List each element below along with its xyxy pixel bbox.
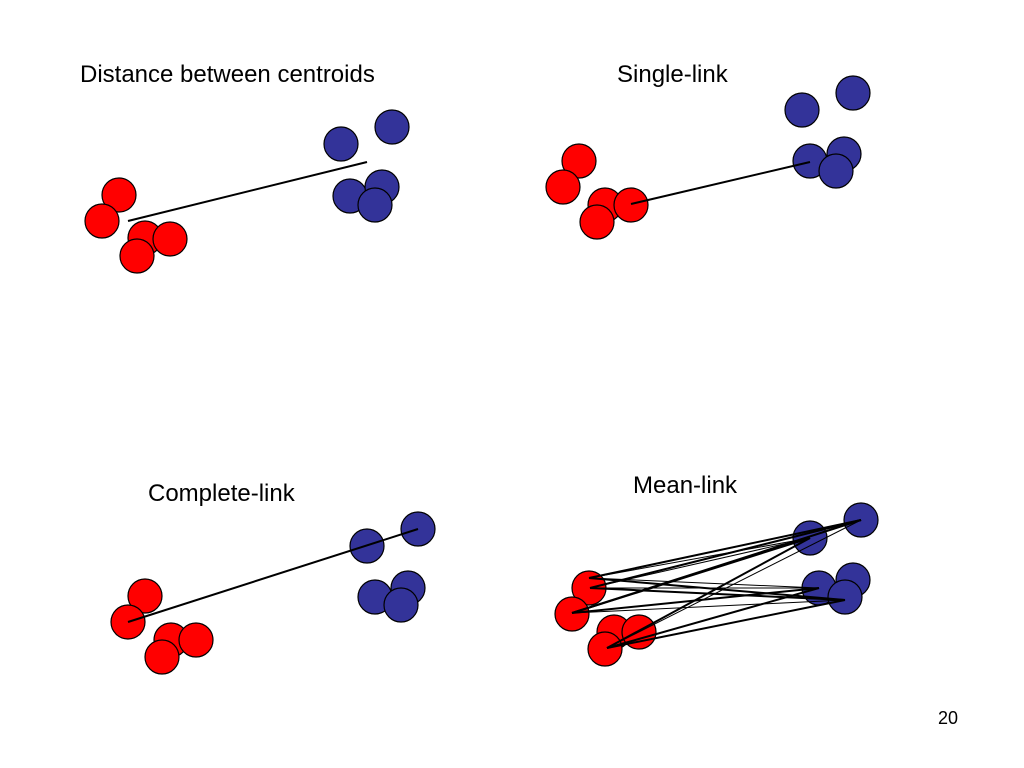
blue-cluster-point (818, 153, 854, 189)
blue-cluster-point (383, 587, 419, 623)
red-cluster-point (178, 622, 214, 658)
link-line (127, 161, 368, 222)
red-cluster-point (84, 203, 120, 239)
red-cluster-point (587, 631, 623, 667)
page-number: 20 (938, 708, 959, 728)
red-cluster-point (554, 596, 590, 632)
link-line (588, 537, 811, 579)
blue-cluster-point (323, 126, 359, 162)
link-line (589, 519, 862, 589)
red-cluster-point (545, 169, 581, 205)
link-line (630, 161, 811, 205)
panel-title-mean-link: Mean-link (633, 472, 738, 499)
link-line (606, 519, 862, 649)
red-cluster-point (144, 639, 180, 675)
link-line (571, 599, 846, 614)
blue-cluster-point (784, 92, 820, 128)
panel-title-complete-link: Complete-link (148, 480, 295, 507)
red-cluster-point (101, 177, 137, 213)
panel-title-centroid: Distance between centroids (80, 61, 375, 88)
blue-cluster-point (835, 75, 871, 111)
link-line (589, 587, 846, 601)
red-cluster-point (119, 238, 155, 274)
red-cluster-point (561, 143, 597, 179)
blue-cluster-point (374, 109, 410, 145)
link-line (606, 599, 846, 649)
link-line (127, 528, 419, 623)
panel-title-single-link: Single-link (617, 61, 728, 88)
red-cluster-point (152, 221, 188, 257)
blue-cluster-point (827, 579, 863, 615)
red-cluster-point (613, 187, 649, 223)
red-cluster-point (579, 204, 615, 240)
link-line (571, 519, 862, 614)
link-line (588, 519, 862, 579)
red-cluster-point (127, 578, 163, 614)
blue-cluster-point (357, 187, 393, 223)
